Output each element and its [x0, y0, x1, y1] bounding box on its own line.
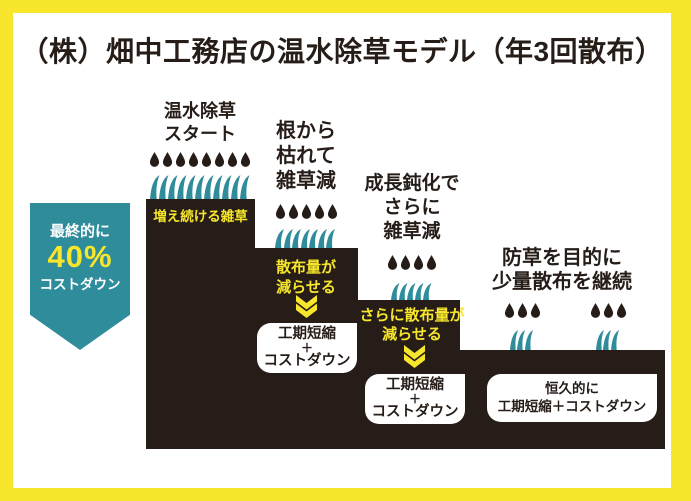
step-3-header: 成長鈍化で さらに 雑草減 [364, 173, 460, 242]
step-4-header: 防草を目的に 少量散布を継続 [492, 247, 632, 293]
step-4-droplet-row-right [568, 303, 648, 318]
step-4-result-box: 恒久的に 工期短縮＋コストダウン [487, 374, 657, 422]
grass-blade-icon [610, 330, 619, 350]
grass-blade-icon [603, 330, 612, 350]
water-droplet-icon [327, 204, 337, 219]
water-droplet-icon [227, 152, 238, 167]
step-2-result-box: 工期短縮 ＋ コストダウン [257, 323, 357, 373]
step-1-label: 増え続ける雑草 [153, 209, 248, 224]
grass-blade-icon [317, 229, 327, 248]
water-droplet-icon [201, 152, 212, 167]
water-droplet-icon [275, 204, 285, 219]
water-droplet-icon [400, 255, 411, 270]
step-1-grass [130, 175, 270, 199]
step-2-label: 散布量が 減らせる [275, 259, 336, 296]
water-droplet-icon [504, 303, 514, 318]
water-droplet-icon [314, 204, 324, 219]
water-droplet-icon [413, 255, 424, 270]
grass-blade-icon [176, 175, 186, 199]
grass-blade-icon [185, 175, 195, 199]
step-1-header: 温水除草 スタート [164, 101, 236, 144]
grass-blade-icon [230, 175, 240, 199]
cost-down-badge: 最終的に 40% コストダウン [30, 203, 130, 350]
grass-blade-icon [524, 330, 533, 350]
water-droplet-icon [149, 152, 160, 167]
badge-line2: コストダウン [39, 277, 121, 292]
grass-blade-icon [158, 175, 168, 199]
grass-blade-icon [167, 175, 177, 199]
step-2-header: 根から 枯れて 雑草減 [276, 120, 336, 192]
water-droplet-icon [517, 303, 527, 318]
water-droplet-icon [188, 152, 199, 167]
step-3-grass [342, 283, 482, 300]
step-1-droplet-row [130, 152, 270, 167]
water-droplet-icon [175, 152, 186, 167]
grass-blade-icon [309, 229, 319, 248]
double-chevron-down-icon [404, 345, 425, 368]
grass-blade-icon [407, 283, 416, 300]
water-droplet-icon [240, 152, 251, 167]
water-droplet-icon [288, 204, 298, 219]
step-3-label: さらに散布量が 減らせる [359, 307, 465, 343]
step-3-result-box: 工期短縮 ＋ コストダウン [365, 374, 465, 424]
grass-blade-icon [283, 229, 293, 248]
water-droplet-icon [387, 255, 398, 270]
step-4-grass-right [582, 330, 634, 350]
grass-blade-icon [423, 283, 432, 300]
water-droplet-icon [590, 303, 600, 318]
badge-percent: 40% [47, 239, 113, 274]
grass-blade-icon [194, 175, 204, 199]
grass-blade-icon [399, 283, 408, 300]
water-droplet-icon [530, 303, 540, 318]
grass-blade-icon [203, 175, 213, 199]
grass-blade-icon [415, 283, 424, 300]
grass-blade-icon [292, 229, 302, 248]
grass-blade-icon [212, 175, 222, 199]
grass-blade-icon [509, 330, 518, 350]
grass-blade-icon [221, 175, 231, 199]
water-droplet-icon [603, 303, 613, 318]
grass-blade-icon [149, 175, 159, 199]
step-4-grass-left [496, 330, 548, 350]
step-3-droplet-row [342, 255, 482, 270]
step-4-droplet-row-left [482, 303, 562, 318]
grass-blade-icon [391, 283, 400, 300]
step-2-droplet-row [236, 204, 376, 219]
step-2-grass [236, 229, 376, 248]
grass-blade-icon [326, 229, 336, 248]
grass-blade-icon [239, 175, 249, 199]
grass-blade-icon [517, 330, 526, 350]
water-droplet-icon [616, 303, 626, 318]
double-chevron-down-icon [296, 295, 317, 318]
water-droplet-icon [426, 255, 437, 270]
grass-blade-icon [275, 229, 285, 248]
grass-blade-icon [300, 229, 310, 248]
water-droplet-icon [214, 152, 225, 167]
stair-step-1 [146, 199, 255, 449]
grass-blade-icon [595, 330, 604, 350]
page-title: （株）畑中工務店の温水除草モデル（年3回散布） [20, 36, 664, 67]
water-droplet-icon [162, 152, 173, 167]
badge-line1: 最終的に [49, 223, 110, 240]
water-droplet-icon [301, 204, 311, 219]
